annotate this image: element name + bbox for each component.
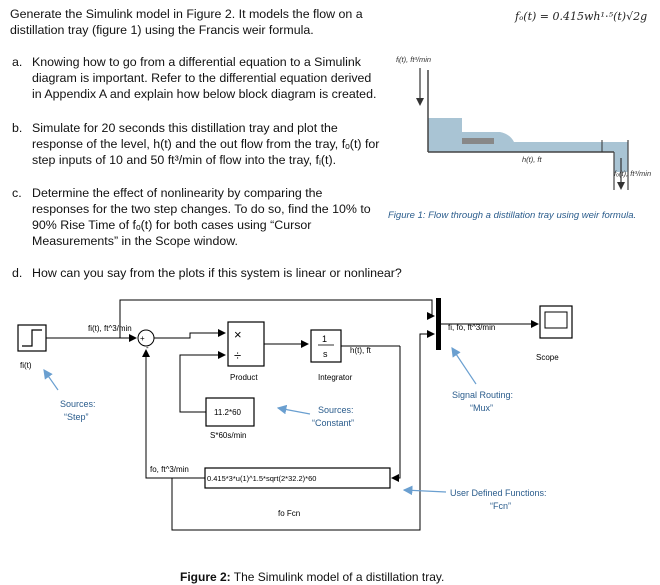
signal-fi-label: fi(t), ft^3/min [88, 324, 132, 333]
weir-formula: fₒ(t) = 0.415wh¹⋅⁵(t)√2g [515, 10, 648, 23]
mux-block[interactable] [436, 298, 441, 350]
figure-2-caption-label: Figure 2: [180, 570, 231, 584]
integrator-numerator: 1 [322, 334, 327, 344]
question-a: a. Knowing how to go from a differential… [12, 54, 382, 102]
question-text: Simulate for 20 seconds this distillatio… [32, 121, 380, 167]
figure-2-caption: Figure 2: The Simulink model of a distil… [180, 570, 444, 584]
scope-label: Scope [536, 353, 559, 362]
integrator-denominator: s [323, 349, 328, 359]
svg-text:+: + [140, 334, 145, 343]
signal-h-label: h(t), ft [350, 346, 372, 355]
figure-1-caption: Figure 1: Flow through a distillation tr… [388, 210, 637, 221]
fcn-expression: 0.415*3*u(1)^1.5*sqrt(2*32.2)*60 [207, 474, 316, 483]
annotation-mux-line2: “Mux” [470, 403, 493, 413]
constant-label: S*60s/min [210, 431, 246, 440]
fcn-label: fo Fcn [278, 509, 300, 518]
annotation-step-line2: “Step” [64, 412, 89, 422]
constant-block[interactable] [205, 397, 255, 427]
mux-label: fi, fo, ft^3/min [448, 323, 495, 332]
constant-value: 11.2*60 [214, 408, 242, 417]
question-label: b. [12, 121, 23, 135]
question-label: c. [12, 186, 22, 200]
annotation-fcn-line1: User Defined Functions: [450, 488, 547, 498]
integrator-label: Integrator [318, 373, 353, 382]
intro-paragraph: Generate the Simulink model in Figure 2.… [10, 7, 363, 37]
question-text: How can you say from the plots if this s… [32, 266, 402, 280]
product-multiply-icon: × [234, 327, 242, 342]
annotation-mux-line1: Signal Routing: [452, 390, 513, 400]
outflow-label: fₒ(t), ft³/min [614, 169, 651, 178]
question-d: d. How can you say from the plots if thi… [12, 265, 432, 281]
annotation-constant-line2: “Constant” [312, 418, 354, 428]
svg-text:-: - [146, 343, 149, 352]
inflow-label: fᵢ(t), ft³/min [396, 55, 431, 64]
question-label: a. [12, 55, 23, 69]
weir [462, 138, 494, 144]
annotation-step-line1: Sources: [60, 399, 96, 409]
level-label: h(t), ft [522, 155, 543, 164]
question-label: d. [12, 266, 23, 280]
question-text: Determine the effect of nonlinearity by … [32, 186, 371, 248]
question-text: Knowing how to go from a differential eq… [32, 55, 377, 101]
simulink-diagram: fi(t) fi(t), ft^3/min + - × ÷ Product 1 … [17, 298, 573, 531]
scope-icon [544, 311, 568, 329]
question-c: c. Determine the effect of nonlinearity … [12, 185, 382, 249]
step-label: fi(t) [20, 361, 32, 370]
tray-liquid [428, 118, 622, 152]
figure-2-caption-text: The Simulink model of a distillation tra… [230, 570, 445, 584]
product-divide-icon: ÷ [234, 348, 241, 363]
product-block[interactable] [227, 321, 265, 367]
distillation-tray-figure: fᵢ(t), ft³/min h(t), ft fₒ(t), ft³/min [396, 55, 651, 190]
signal-fo-label: fo, ft^3/min [150, 465, 189, 474]
annotation-constant-line1: Sources: [318, 405, 354, 415]
question-b: b. Simulate for 20 seconds this distilla… [12, 120, 382, 168]
annotation-fcn-line2: “Fcn” [490, 501, 511, 511]
product-label: Product [230, 373, 258, 382]
